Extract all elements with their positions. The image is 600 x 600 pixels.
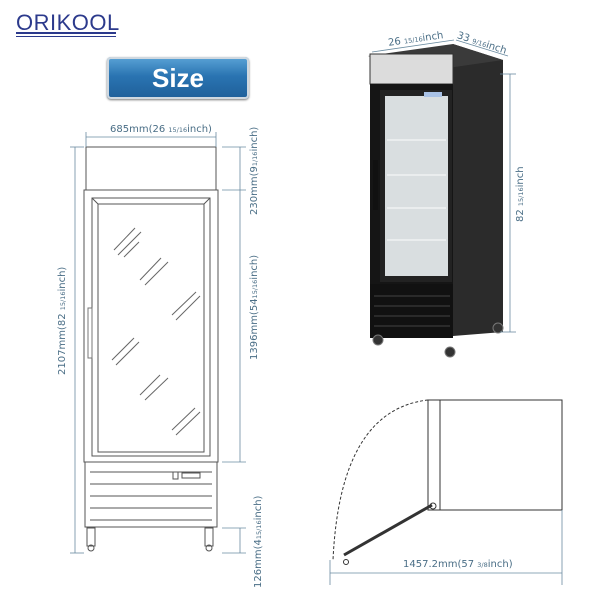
front-total-height-label: 2107mm(82 15/16inch) xyxy=(57,266,68,375)
size-badge-label: Size xyxy=(151,62,205,93)
photo-dimension-lines xyxy=(371,39,516,333)
size-badge: Size xyxy=(107,57,249,99)
door-swing-width-label: 1457.2mm(57 3/8inch) xyxy=(403,559,513,570)
front-door-height-label: 1396mm(5415/16inch) xyxy=(249,254,260,360)
front-top-height-label: 230mm(91/16inch) xyxy=(249,126,260,215)
front-dimension-lines xyxy=(70,132,246,554)
front-width-label: 685mm(26 15/16inch) xyxy=(110,124,212,135)
brand-underline xyxy=(16,32,116,34)
top-dimension-line xyxy=(329,510,563,585)
top-view-drawing xyxy=(332,399,563,565)
front-caster-height-label: 126mm(415/16inch) xyxy=(253,495,264,588)
freezer-photo xyxy=(368,44,504,358)
photo-height-label: 82 15/16inch xyxy=(515,166,526,222)
brand-underline-thin xyxy=(16,36,116,37)
brand-logo: ORIKOOL xyxy=(16,10,120,35)
front-view-drawing xyxy=(83,146,219,552)
